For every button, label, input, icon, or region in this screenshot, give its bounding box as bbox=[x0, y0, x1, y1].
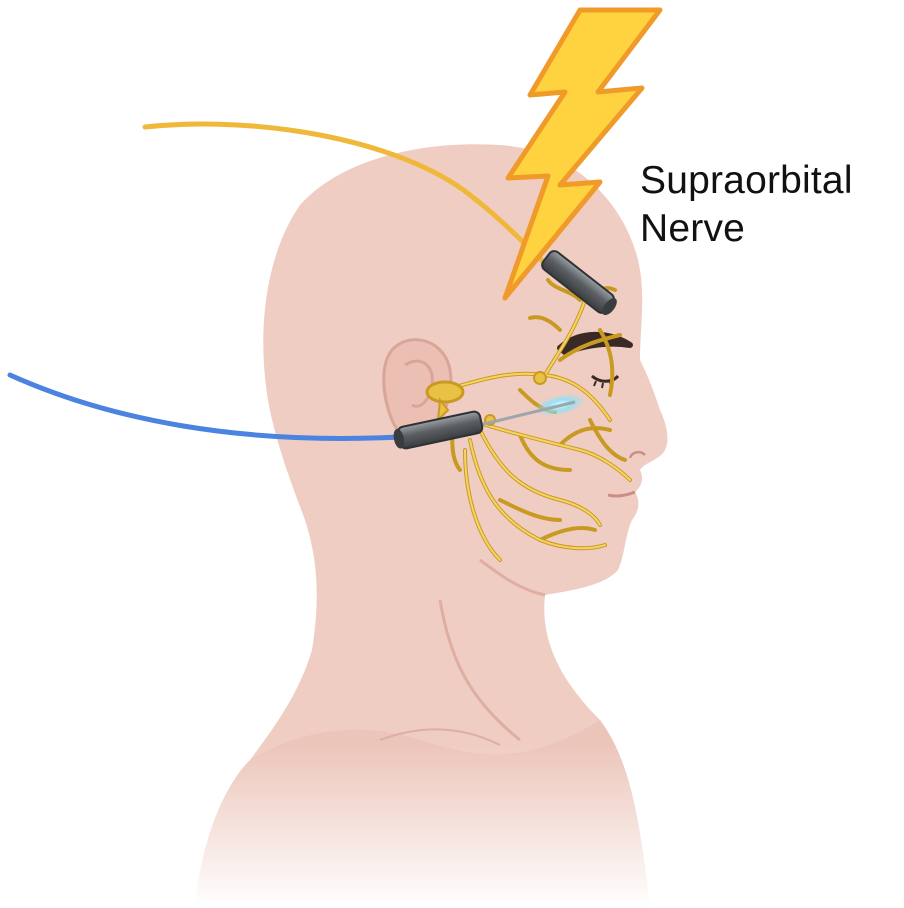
supraorbital-nerve-label: Supraorbital Nerve bbox=[640, 157, 853, 253]
label-line-2: Nerve bbox=[640, 205, 853, 253]
label-line-1: Supraorbital bbox=[640, 157, 853, 205]
